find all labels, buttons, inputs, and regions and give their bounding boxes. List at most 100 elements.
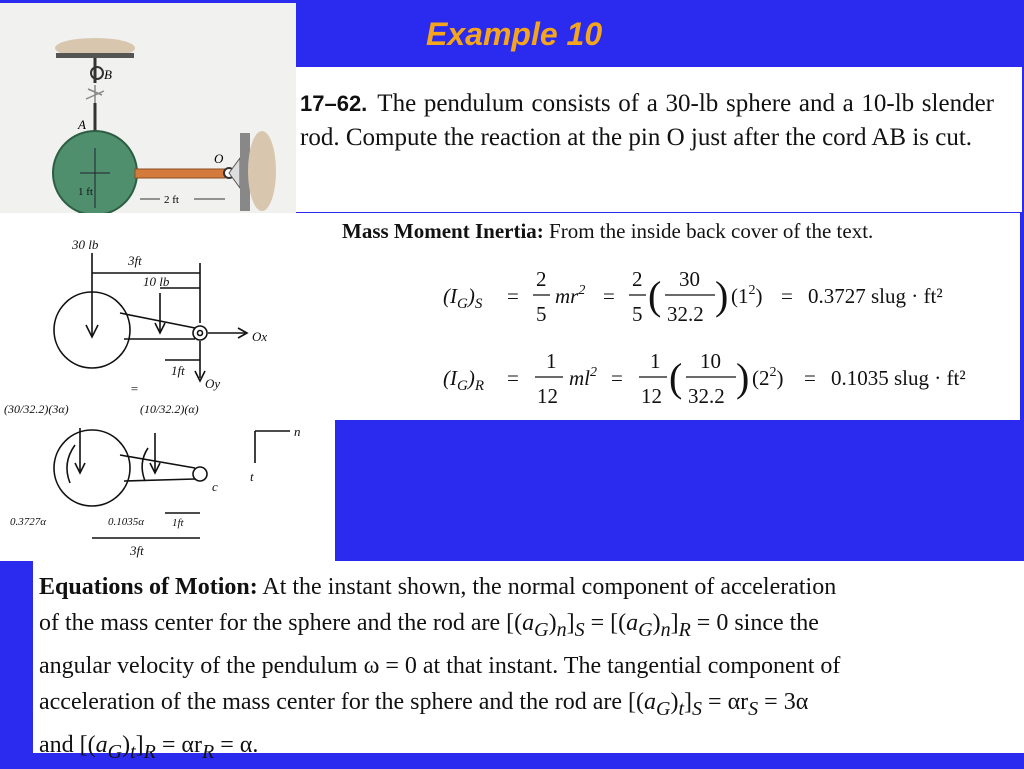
eq1-r2: (12) xyxy=(731,283,763,308)
eom-line-5: and [(aG)t]R = αrR = α. xyxy=(39,731,259,763)
eq1-equals1: = xyxy=(507,284,519,308)
eom-tangential-rod-expr: [(aG)t]R xyxy=(79,731,156,763)
fbd-moment-sphere-arc xyxy=(66,444,76,484)
inertia-heading-rest: From the inside back cover of the text. xyxy=(549,219,874,243)
eom-normal-accel-expr: [(aG)n]S = [(aG)n]R = 0 xyxy=(506,610,729,641)
eq1-frac-den: 5 xyxy=(536,302,547,326)
eq1-mass-num: 30 xyxy=(679,267,700,291)
eq1-frac-num: 2 xyxy=(536,267,547,291)
fbd-w-rod: 10 lb xyxy=(143,274,170,289)
eom-line2b: since the xyxy=(734,610,819,636)
ceiling-plate xyxy=(56,53,134,58)
eom-line1-text: At the instant shown, the normal compone… xyxy=(262,574,837,600)
wall xyxy=(248,131,276,211)
pendulum-figure: B A 1 ft O 2 ft xyxy=(0,3,296,216)
eom-line-1: Equations of Motion: At the instant show… xyxy=(39,569,1015,605)
fbd-weight-sphere-arrowhead xyxy=(85,324,99,339)
fbd-w-sphere: 30 lb xyxy=(71,237,99,252)
eom-line5b: = αr xyxy=(161,731,202,758)
problem-text-block: 17–62.The pendulum consists of a 30-lb s… xyxy=(300,87,994,155)
wall-plate xyxy=(240,133,250,211)
fbd-label-c: c xyxy=(212,479,218,494)
label-o: O xyxy=(214,151,224,166)
eom-line-2: of the mass center for the sphere and th… xyxy=(39,605,1015,648)
fbd-pin-top-inner xyxy=(196,329,204,337)
fbd-axis-n: n xyxy=(294,424,301,439)
fbd-pin-top xyxy=(192,325,208,341)
inertia-heading: Mass Moment Inertia: xyxy=(342,219,544,243)
eq1-frac2-den: 5 xyxy=(632,302,643,326)
dimension-bg xyxy=(160,192,194,206)
eom-line-3: angular velocity of the pendulum ω = 0 a… xyxy=(39,652,841,679)
eom-line5a: and xyxy=(39,731,74,758)
eom-line5c: = α. xyxy=(220,731,259,758)
eq2-frac-num: 1 xyxy=(546,349,557,373)
fbd-inertial-sphere-arrowhead xyxy=(74,462,86,475)
fbd-pin-bottom xyxy=(192,466,208,482)
fbd-oy: Oy xyxy=(205,376,220,391)
eq2-r2: (22) xyxy=(752,365,784,390)
label-a: A xyxy=(77,117,86,132)
fbd-3ft-top: 3ft xyxy=(127,253,142,268)
fbd-1ft-top: 1ft xyxy=(171,363,185,378)
fbd-axis-t: t xyxy=(250,469,254,484)
rod-length-label: 2 ft xyxy=(164,194,179,206)
eq2-result: 0.1035 slug · ft² xyxy=(831,366,966,390)
fbd-sphere-bottom xyxy=(53,429,131,507)
fbd-equals: = xyxy=(130,381,139,396)
fbd-ox-arrowhead xyxy=(237,327,249,339)
label-b: B xyxy=(104,67,112,82)
fbd-rod-top-upper xyxy=(119,312,196,329)
eom-text-block: Equations of Motion: At the instant show… xyxy=(39,569,1015,769)
fbd-oy-arrowhead xyxy=(194,370,206,383)
eom-tangential-sphere-expr: [(aG)t]S xyxy=(628,688,703,720)
fbd-rod-bottom-lower xyxy=(123,478,196,482)
eom-line4b: = αr xyxy=(708,688,749,715)
fbd-inertial-sphere: (30/32.2)(3α) xyxy=(4,402,69,416)
inertia-panel: Mass Moment Inertia: From the inside bac… xyxy=(335,213,1020,420)
problem-statement: 17–62.The pendulum consists of a 30-lb s… xyxy=(296,67,1022,212)
eq2-lhs: (IG)R xyxy=(443,366,484,394)
problem-number: 17–62. xyxy=(300,91,368,116)
fbd-weight-rod-arrowhead xyxy=(154,322,166,335)
fbd-1ft-bottom: 1ft xyxy=(172,517,185,529)
fbd-moment-rod-arc xyxy=(141,447,149,482)
eq2-equals3: = xyxy=(804,366,816,390)
eq1-g: 32.2 xyxy=(667,302,704,326)
eq2-ml2: ml2 xyxy=(569,365,597,390)
pendulum-illustration: B A 1 ft O 2 ft xyxy=(52,38,276,216)
fbd-moment-sphere: 0.3727α xyxy=(10,516,46,528)
pin-bracket xyxy=(228,156,241,190)
eq2-mass-num: 10 xyxy=(700,349,721,373)
equations-of-motion: Equations of Motion: At the instant show… xyxy=(33,561,1024,762)
fbd-ox: Ox xyxy=(252,329,267,344)
eq2-g: 32.2 xyxy=(688,384,725,408)
eq2-frac2-den: 12 xyxy=(641,384,662,408)
fbd-inertial-rod-arrowhead xyxy=(149,462,161,475)
inertia-heading-line: Mass Moment Inertia: From the inside bac… xyxy=(342,219,873,244)
eq1-paren-open: ( xyxy=(648,273,661,318)
eq1-lhs: (IG)S xyxy=(443,284,483,312)
eq2-paren-open: ( xyxy=(669,355,682,400)
fbd-sketch: 30 lb 3ft 10 lb Ox 1ft Oy = (30/32.2)(3α… xyxy=(4,237,301,558)
eq1-equals2: = xyxy=(603,284,615,308)
fbd-3ft-bottom: 3ft xyxy=(129,543,144,558)
eq1-paren-close: ) xyxy=(715,273,728,318)
cord-hook xyxy=(90,66,104,80)
eq1-result: 0.3727 slug · ft² xyxy=(808,284,943,308)
eom-line-4: acceleration of the mass center for the … xyxy=(39,688,809,720)
eom-line4c: = 3α xyxy=(764,688,809,715)
eq1-frac2-num: 2 xyxy=(632,267,643,291)
eq2-equals2: = xyxy=(611,366,623,390)
eq2-frac-den: 12 xyxy=(537,384,558,408)
eom-line4a: acceleration of the mass center for the … xyxy=(39,688,623,715)
cut-mark-icon xyxy=(85,85,105,103)
fbd-moment-rod: 0.1035α xyxy=(108,516,144,528)
eq2-equals1: = xyxy=(507,366,519,390)
eq1-mr2: mr2 xyxy=(555,283,585,308)
eq1-equals3: = xyxy=(781,284,793,308)
eq2-frac2-num: 1 xyxy=(650,349,661,373)
eq2-paren-close: ) xyxy=(736,355,749,400)
inertia-equations: (IG)S = 2 5 mr2 = 2 5 ( 30 32.2 ) (12) =… xyxy=(443,267,966,408)
fbd-rod-bottom-upper xyxy=(119,454,196,469)
